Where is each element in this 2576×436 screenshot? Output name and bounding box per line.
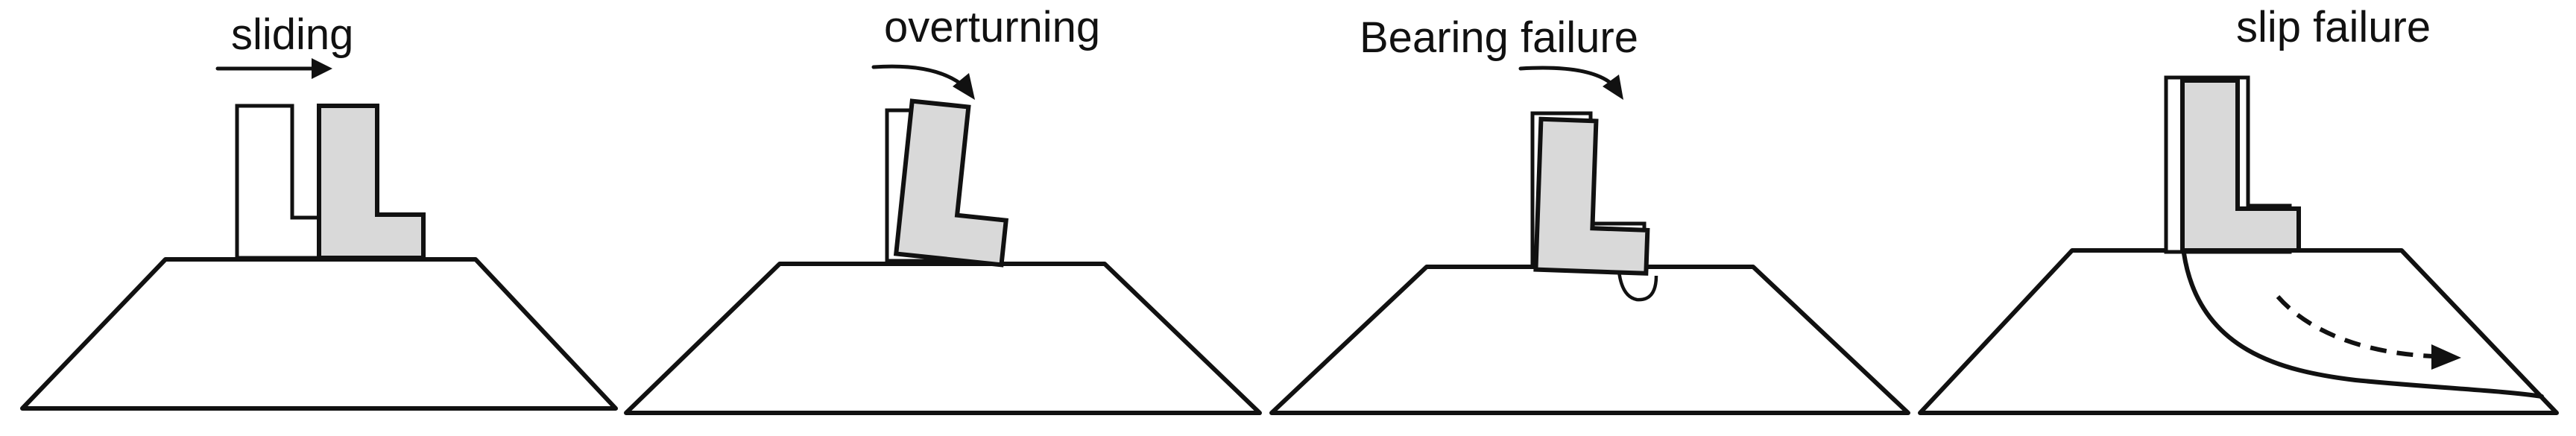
label-bearing-failure: Bearing failure xyxy=(1360,13,1638,62)
wall-rotated xyxy=(893,98,1009,268)
slip-direction-arrow xyxy=(2276,295,2461,370)
bearing-arrow xyxy=(1518,66,1623,100)
wall-settled xyxy=(1533,116,1650,276)
overturning-arrow xyxy=(871,64,975,100)
label-sliding: sliding xyxy=(231,10,353,59)
panel-slip: slip failure xyxy=(1918,3,2559,415)
embankment-sliding xyxy=(20,257,618,411)
embankment-slip xyxy=(1918,248,2559,415)
panel-overturning: overturning xyxy=(624,3,1262,415)
panel-bearing: Bearing failure xyxy=(1269,13,1910,415)
slip-surface xyxy=(2182,251,2544,399)
embankment-bearing xyxy=(1269,265,1910,415)
panel-sliding: sliding xyxy=(20,10,618,411)
bearing-bulb xyxy=(1617,271,1658,302)
sliding-arrow xyxy=(215,58,332,79)
wall-displaced xyxy=(317,104,426,260)
embankment-overturning xyxy=(624,262,1262,415)
wall-displaced xyxy=(2180,78,2301,253)
label-slip-failure: slip failure xyxy=(2236,3,2431,51)
label-overturning: overturning xyxy=(884,3,1100,51)
